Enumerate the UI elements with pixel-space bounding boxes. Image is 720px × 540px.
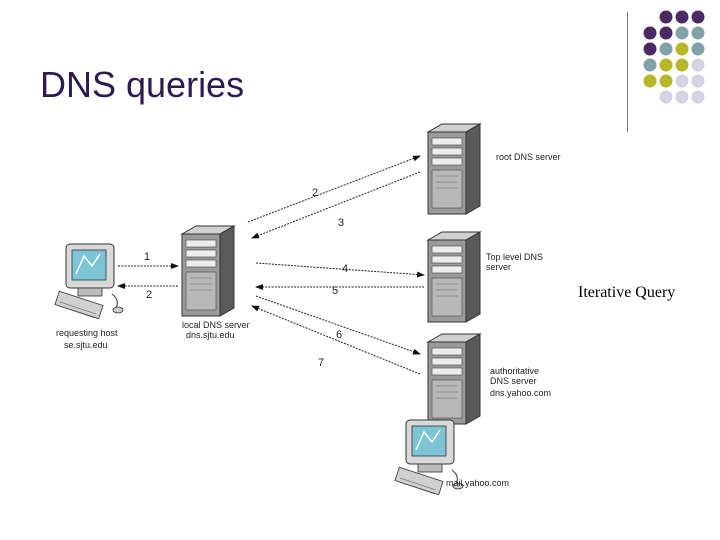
iterative-query-annotation: Iterative Query — [578, 284, 676, 301]
decorative-dot — [691, 58, 705, 72]
root-dns-server-icon — [427, 123, 481, 215]
decorative-dot — [675, 26, 689, 40]
step-label-2: 2 — [146, 289, 152, 301]
decorative-dot — [691, 26, 705, 40]
step-label-2-root: 2 — [312, 187, 318, 199]
decorative-dot — [643, 58, 657, 72]
decorative-dot — [675, 58, 689, 72]
requesting-host-icon — [54, 243, 124, 320]
title-divider-line — [627, 12, 628, 132]
decorative-dot — [675, 74, 689, 88]
decorative-dot — [659, 58, 673, 72]
decorative-dot — [691, 42, 705, 56]
decorative-dot-grid — [643, 10, 705, 104]
slide-title: DNS queries — [40, 64, 245, 105]
decorative-dot — [659, 10, 673, 24]
arrow-step-7 — [251, 305, 421, 375]
decorative-dot — [691, 90, 705, 104]
local-dns-server-icon — [181, 225, 235, 317]
tld-dns-server-icon — [427, 231, 481, 323]
decorative-dot — [675, 90, 689, 104]
tld-dns-server-label: Top level DNS server — [486, 252, 546, 272]
arrow-step-3 — [251, 171, 421, 239]
mail-host-label: mail.yahoo.com — [446, 478, 509, 488]
arrow-step-6 — [255, 295, 421, 355]
decorative-dot — [659, 90, 673, 104]
step-label-5: 5 — [332, 285, 338, 297]
authoritative-dns-server-icon — [427, 333, 481, 425]
authoritative-dns-server-label: authoritative DNS server dns.yahoo.com — [490, 366, 551, 398]
decorative-dot — [659, 74, 673, 88]
decorative-dot — [643, 42, 657, 56]
decorative-dot — [643, 26, 657, 40]
decorative-dot — [659, 42, 673, 56]
decorative-dot — [643, 74, 657, 88]
step-label-6: 6 — [336, 329, 342, 341]
step-label-4: 4 — [342, 263, 348, 275]
requesting-host-label: requesting host se.sjtu.edu — [56, 328, 120, 350]
arrow-step-4 — [255, 262, 425, 278]
decorative-dot — [691, 10, 705, 24]
local-dns-server-label: local DNS server dns.sjtu.edu — [182, 320, 252, 340]
step-label-1: 1 — [144, 251, 150, 263]
step-label-7: 7 — [318, 357, 324, 369]
step-label-3: 3 — [338, 217, 344, 229]
decorative-dot — [691, 74, 705, 88]
decorative-dot — [675, 10, 689, 24]
decorative-dot — [659, 26, 673, 40]
decorative-dot — [675, 42, 689, 56]
arrow-step-2-query-root — [247, 155, 421, 223]
root-dns-server-label: root DNS server — [496, 152, 561, 162]
